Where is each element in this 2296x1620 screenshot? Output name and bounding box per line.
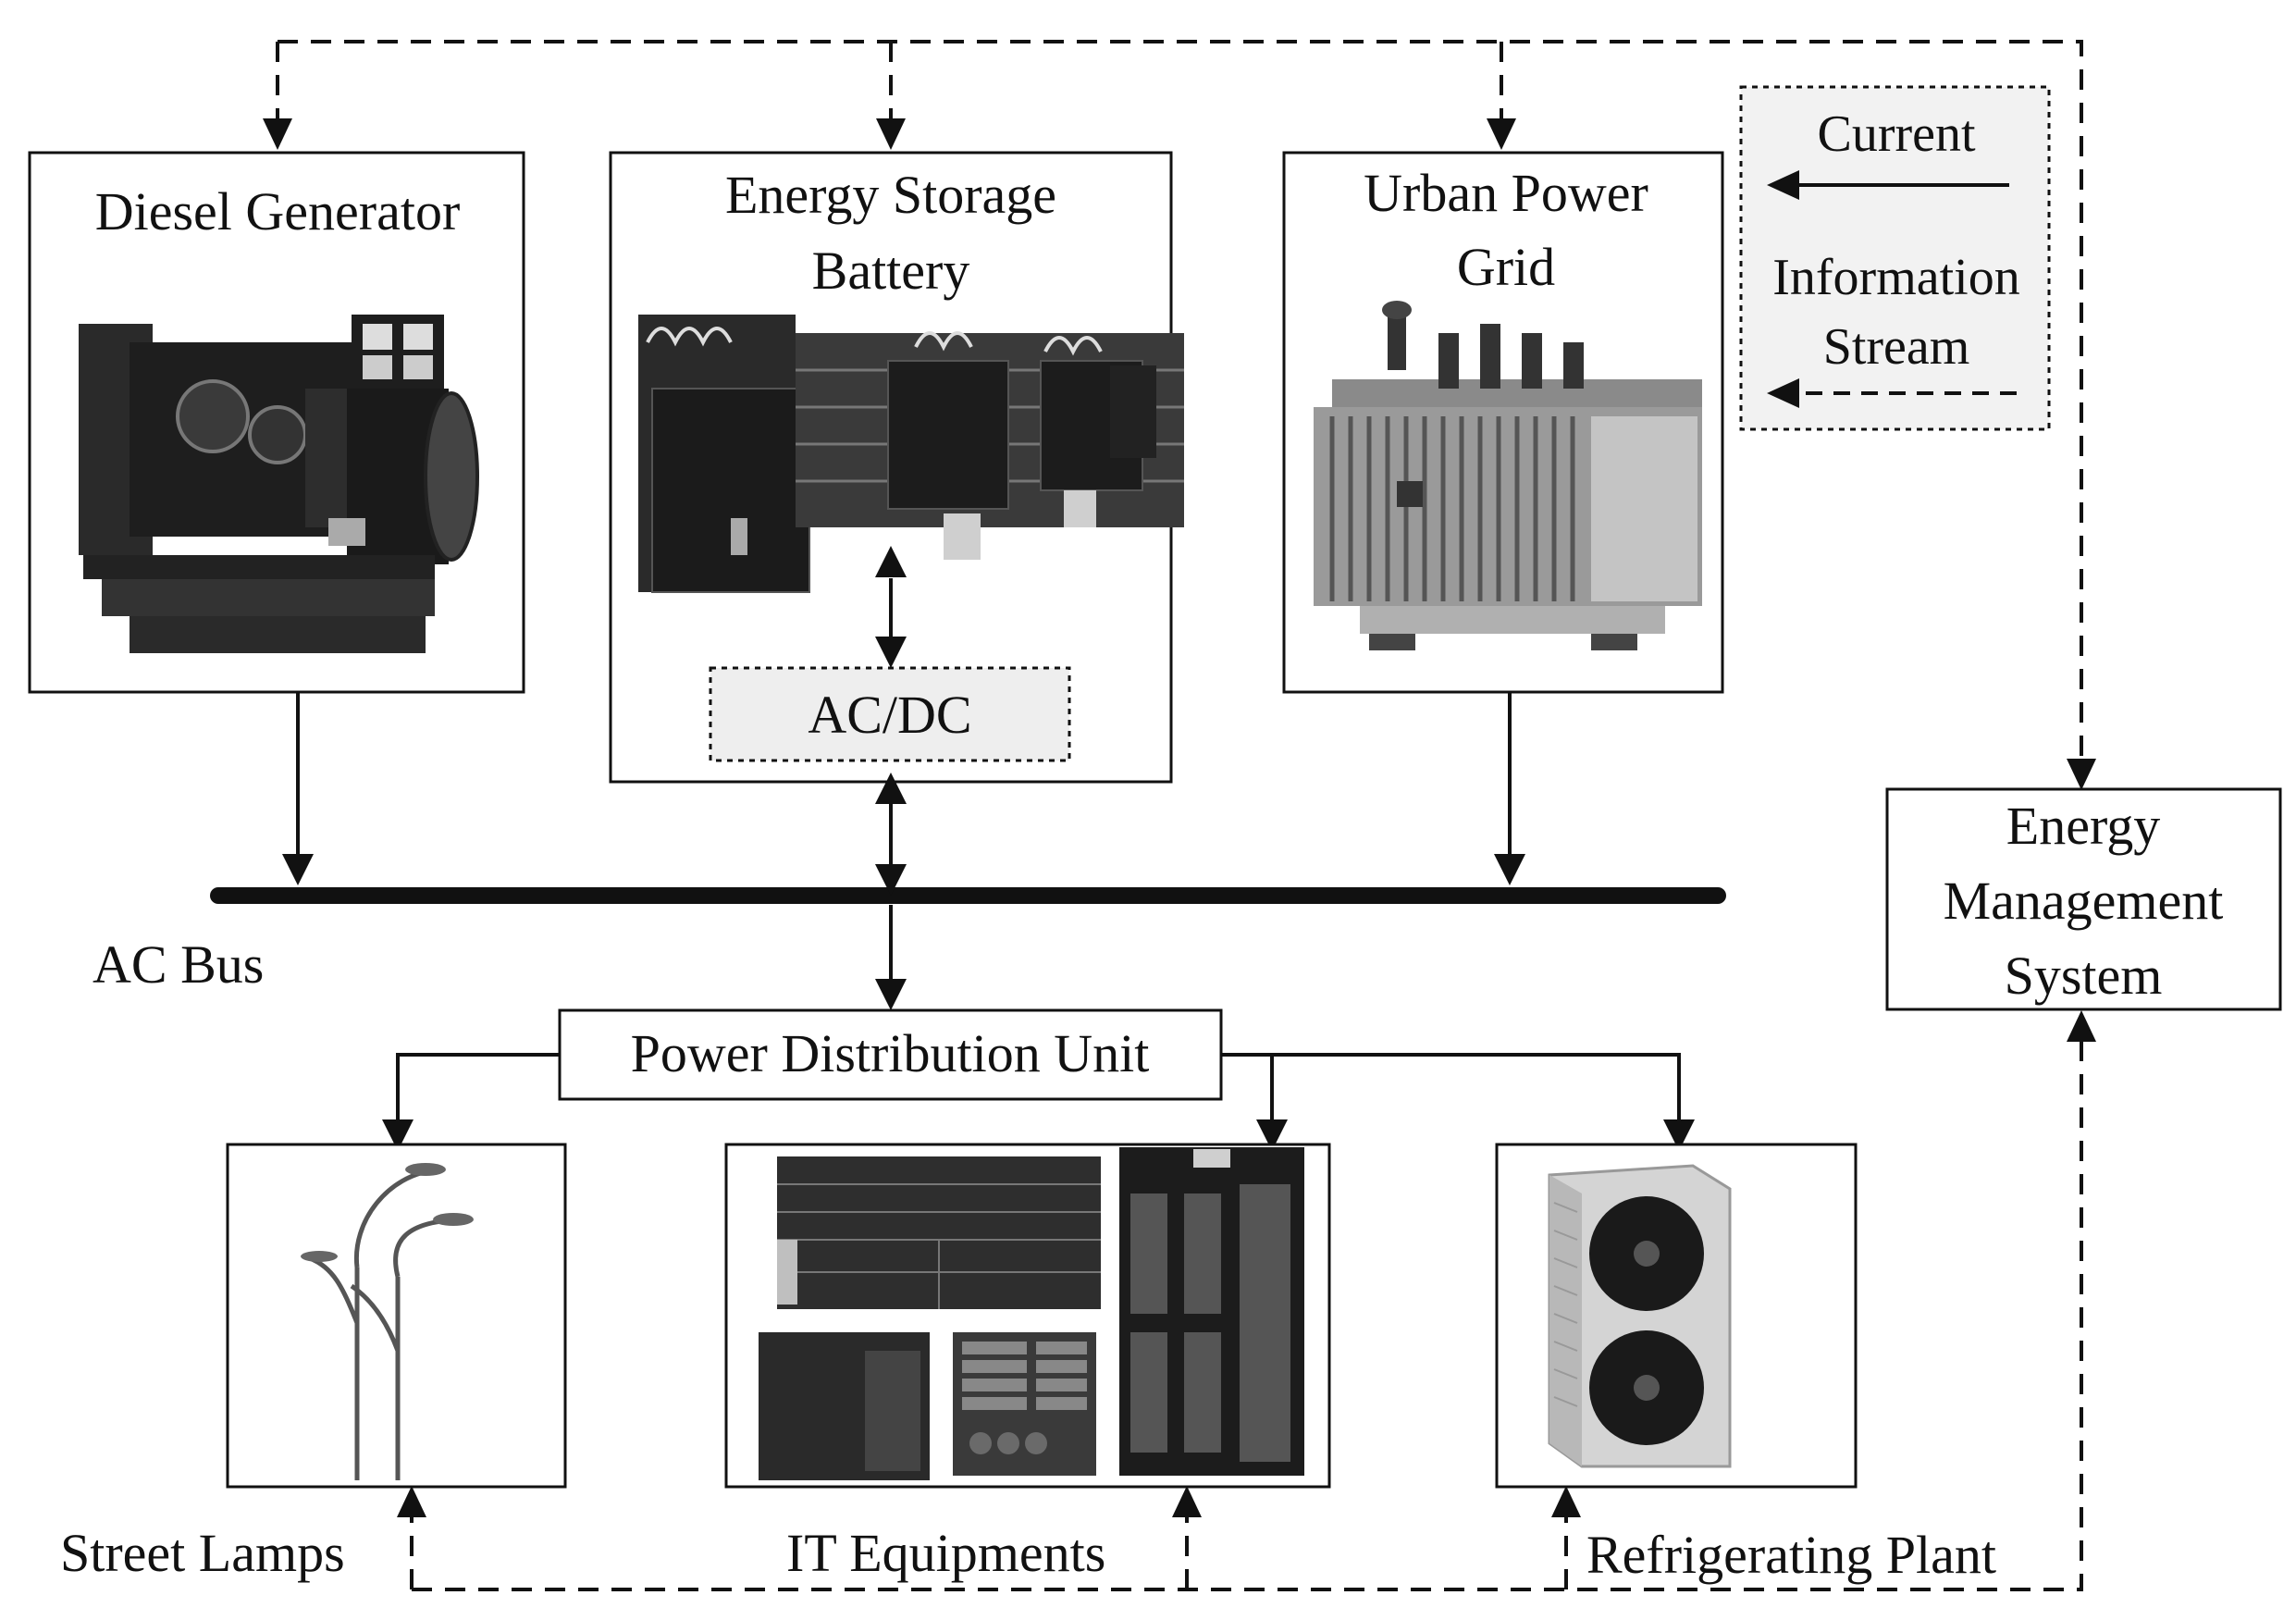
legend-information-label-line1: Information [1772,249,2019,306]
it-equipment-label: IT Equipments [786,1523,1105,1583]
battery-rack-illustration [638,315,1184,593]
condenser-unit-illustration [1548,1164,1732,1468]
info-top-bus-line [278,40,2083,773]
info-bottom-bus-line [412,1027,2083,1591]
ems-label-line3: System [2005,946,2163,1006]
ems-label-line2: Management [1944,871,2224,931]
street-lamps-node: Street Lamps [60,1143,567,1583]
urban-grid-node: Urban Power Grid [1282,151,1724,694]
legend-information-label-line2: Stream [1823,318,1970,376]
ac-dc-converter-label: AC/DC [808,685,971,745]
pdu-label: Power Distribution Unit [631,1023,1150,1083]
urban-grid-label-line2: Grid [1457,237,1555,297]
ac-bus: AC Bus [93,887,1726,995]
information-arrowheads [263,118,2096,1517]
legend: Current Information Stream [1739,85,2051,431]
legend-current-label: Current [1817,105,1976,163]
street-lamps-label: Street Lamps [60,1523,345,1583]
diesel-generator-label: Diesel Generator [95,181,461,241]
server-rack-illustration [759,1147,1304,1480]
ems-box [1885,787,2282,1011]
street-lamp-illustration [301,1163,474,1480]
current-arrowheads [282,546,1695,1151]
diesel-generator-illustration [79,315,479,653]
ac-dc-converter-box [709,666,1071,762]
ems-node: Energy Management System [1885,787,2282,1011]
pdu-to-street-lamps [396,1053,560,1129]
pdu-node: Power Distribution Unit [558,1008,1223,1101]
transformer-illustration [1314,301,1702,650]
ac-bus-label: AC Bus [93,934,264,995]
information-stream-lines [276,40,2083,1591]
energy-storage-label-line2: Battery [812,241,970,301]
urban-grid-label-line1: Urban Power [1364,163,1648,223]
pdu-to-refrigerating [1272,1053,1681,1129]
current-lines [296,578,1681,1129]
energy-storage-node: Energy Storage Battery [609,151,1184,784]
it-equipment-node: IT Equipments [724,1143,1331,1583]
ems-label-line1: Energy [2006,796,2160,856]
legend-box [1739,85,2051,431]
refrigerating-plant-node: Refrigerating Plant [1495,1143,1996,1585]
diesel-generator-node: Diesel Generator [28,151,525,694]
refrigerating-plant-label: Refrigerating Plant [1586,1525,1996,1585]
energy-storage-label-line1: Energy Storage [725,165,1056,225]
pdu-to-it-equipment [1221,1053,1274,1129]
pdu-box [558,1008,1223,1101]
